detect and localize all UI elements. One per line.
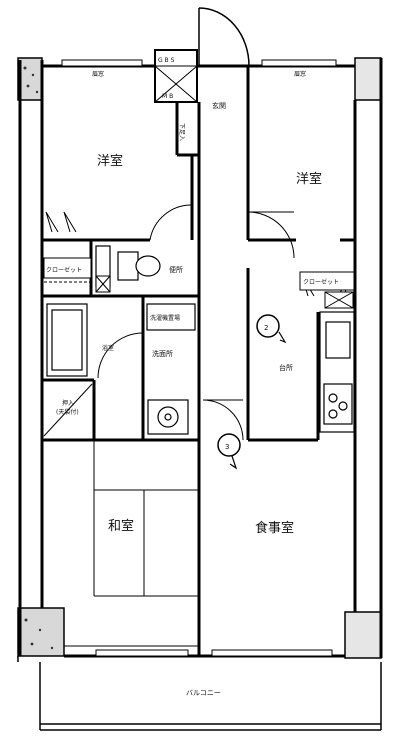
washing-machine [146, 303, 196, 331]
kitchen-counter [319, 311, 355, 433]
kitchen-label: 台所 [279, 363, 293, 372]
top-window-right [261, 59, 337, 67]
oshiire-label-2: (天袋付) [56, 408, 79, 416]
toilet-fixture [95, 245, 161, 287]
marker-3: 3 [217, 433, 241, 470]
closet-left [43, 257, 92, 283]
wash-basin [147, 399, 189, 435]
entrance-door [198, 7, 250, 67]
meter-box-gbs: G B S [158, 57, 175, 64]
entrance-label: 玄関 [212, 101, 226, 110]
bathroom-label: 浴室 [102, 344, 114, 352]
bottom-windows [95, 649, 333, 657]
marker-2: 2 [256, 314, 287, 344]
dining-room-label: 食事室 [255, 520, 294, 536]
marker-2-label: 2 [264, 324, 268, 332]
closet-right [299, 271, 355, 309]
column-hatch-top-left [17, 57, 43, 101]
tatami-lines [64, 440, 199, 647]
marker-3-label: 3 [225, 443, 229, 451]
closet-right-label: クローゼット [303, 278, 339, 286]
oshiire-diagonal [43, 383, 93, 437]
shoe-box-label: 下足入 [178, 123, 185, 141]
bathtub [46, 303, 88, 377]
western-room-right-label: 洋室 [296, 171, 322, 187]
ps-box [95, 275, 111, 293]
balcony [17, 656, 382, 731]
interior-walls [40, 66, 355, 656]
column-hatch-top-right [354, 57, 382, 101]
toilet-label: 便所 [169, 265, 183, 274]
column-hatch-bottom-right [344, 611, 382, 659]
meter-box-mb: M B [162, 93, 173, 100]
washing-machine-label: 洗濯機置場 [150, 314, 180, 322]
top-window-left [61, 59, 143, 67]
oshiire-label-1: 押入 [62, 399, 74, 407]
column-hatch-bottom-left [17, 607, 65, 657]
window-note-right: 眉窓 [294, 70, 306, 78]
washroom-label: 洗面所 [152, 349, 173, 358]
japanese-room-label: 和室 [108, 518, 134, 534]
window-note-left: 眉窓 [92, 70, 104, 78]
closet-left-label: クローゼット [46, 266, 82, 274]
western-room-left-label: 洋室 [97, 153, 123, 169]
balcony-label: バルコニー [186, 689, 221, 697]
